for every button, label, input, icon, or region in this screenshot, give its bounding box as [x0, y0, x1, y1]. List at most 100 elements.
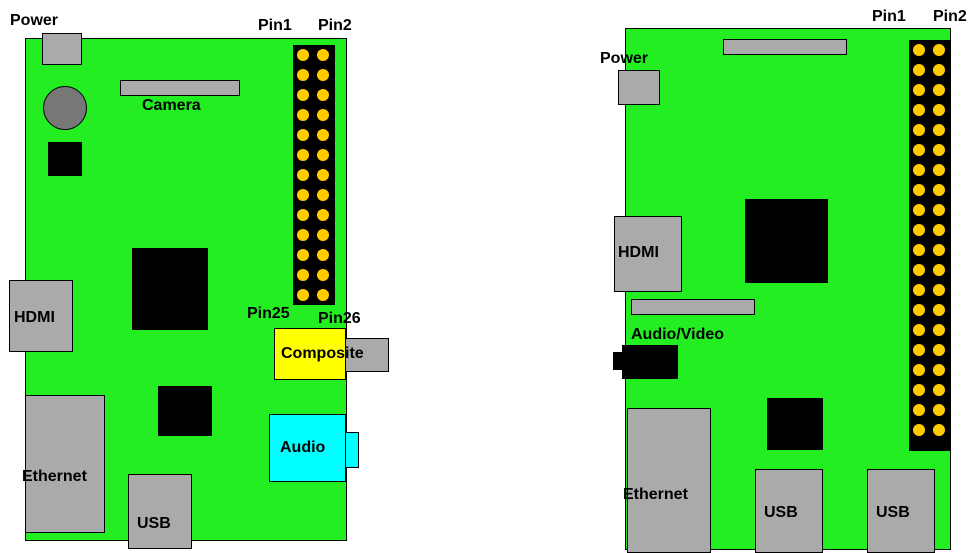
- right-gpio-pin: [933, 44, 945, 56]
- right-usb-label-2: USB: [876, 504, 910, 521]
- right-gpio-pin: [913, 364, 925, 376]
- right-gpio-pin: [933, 244, 945, 256]
- left-gpio-pin: [297, 289, 309, 301]
- left-camera-connector: [120, 80, 240, 96]
- right-audio-video-label: Audio/Video: [631, 326, 725, 343]
- left-pin1-label: Pin1: [258, 17, 292, 34]
- right-power-label: Power: [600, 50, 649, 67]
- left-round-component: [43, 86, 87, 130]
- left-usb-connector: [128, 474, 192, 549]
- right-gpio-pin: [933, 204, 945, 216]
- right-gpio-pin: [933, 324, 945, 336]
- left-soc-chip: [132, 248, 208, 330]
- right-gpio-pin: [913, 184, 925, 196]
- right-gpio-pin: [913, 344, 925, 356]
- left-usb-chip: [158, 386, 212, 436]
- right-gpio-pin: [933, 404, 945, 416]
- left-gpio-pin: [297, 69, 309, 81]
- left-gpio-pin: [297, 229, 309, 241]
- right-gpio-pin: [933, 424, 945, 436]
- right-gpio-pin: [933, 304, 945, 316]
- right-gpio-pin: [913, 424, 925, 436]
- right-usb-connector-2: [867, 469, 935, 553]
- left-composite-connector: [274, 328, 346, 380]
- right-ethernet-label: Ethernet: [623, 486, 688, 503]
- right-usb-chip: [767, 398, 823, 450]
- right-gpio-pin: [933, 84, 945, 96]
- left-gpio-header: [293, 45, 335, 305]
- left-ethernet-label: Ethernet: [22, 468, 87, 485]
- left-gpio-pin: [297, 189, 309, 201]
- right-gpio-pin: [933, 144, 945, 156]
- right-gpio-pin: [933, 124, 945, 136]
- left-gpio-pin: [317, 89, 329, 101]
- right-gpio-pin: [913, 84, 925, 96]
- left-gpio-pin: [297, 49, 309, 61]
- left-gpio-pin: [297, 209, 309, 221]
- left-gpio-pin: [317, 129, 329, 141]
- left-pin25-label: Pin25: [247, 305, 290, 322]
- right-av-jack: [622, 345, 678, 379]
- right-power-connector: [618, 70, 660, 105]
- left-gpio-pin: [297, 89, 309, 101]
- right-gpio-pin: [913, 224, 925, 236]
- left-hdmi-label: HDMI: [14, 309, 55, 326]
- right-gpio-pin: [913, 44, 925, 56]
- left-small-chip: [48, 142, 82, 176]
- right-gpio-pin: [933, 384, 945, 396]
- right-hdmi-connector: [614, 216, 682, 292]
- left-gpio-pin: [317, 209, 329, 221]
- left-gpio-pin: [317, 269, 329, 281]
- right-gpio-pin: [913, 64, 925, 76]
- right-gpio-pin: [933, 64, 945, 76]
- left-gpio-pin: [317, 109, 329, 121]
- right-hdmi-label: HDMI: [618, 244, 659, 261]
- right-gpio-pin: [913, 124, 925, 136]
- left-gpio-pin: [317, 149, 329, 161]
- left-power-connector: [42, 33, 82, 65]
- left-power-label: Power: [10, 12, 59, 29]
- left-gpio-pin: [297, 249, 309, 261]
- right-gpio-pin: [933, 104, 945, 116]
- right-camera-connector: [631, 299, 755, 315]
- right-gpio-header: [909, 40, 951, 451]
- right-pin2-label: Pin2: [933, 8, 967, 25]
- left-gpio-pin: [317, 49, 329, 61]
- left-gpio-pin: [297, 269, 309, 281]
- right-gpio-pin: [913, 304, 925, 316]
- left-gpio-pin: [297, 169, 309, 181]
- right-gpio-pin: [933, 164, 945, 176]
- left-hdmi-connector: [9, 280, 73, 352]
- left-gpio-pin: [317, 69, 329, 81]
- right-gpio-pin: [913, 284, 925, 296]
- left-audio-label: Audio: [280, 439, 326, 456]
- left-ethernet-connector: [25, 395, 105, 533]
- right-gpio-pin: [913, 164, 925, 176]
- left-gpio-pin: [317, 289, 329, 301]
- left-audio-connector: [269, 414, 346, 482]
- right-gpio-pin: [913, 104, 925, 116]
- left-usb-label: USB: [137, 515, 171, 532]
- right-gpio-pin: [913, 204, 925, 216]
- right-pin1-label: Pin1: [872, 8, 906, 25]
- right-gpio-pin: [913, 324, 925, 336]
- right-gpio-pin: [913, 384, 925, 396]
- right-gpio-pin: [913, 264, 925, 276]
- right-gpio-pin: [913, 144, 925, 156]
- right-ethernet-connector: [627, 408, 711, 553]
- right-gpio-pin: [933, 264, 945, 276]
- left-pin2-label: Pin2: [318, 17, 352, 34]
- right-gpio-pin: [933, 364, 945, 376]
- left-gpio-pin: [297, 109, 309, 121]
- right-display-connector: [723, 39, 847, 55]
- left-pin26-label: Pin26: [318, 310, 361, 327]
- left-gpio-pin: [317, 189, 329, 201]
- left-gpio-pin: [297, 149, 309, 161]
- right-gpio-pin: [933, 344, 945, 356]
- left-composite-label: Composite: [281, 345, 364, 362]
- right-gpio-pin: [913, 244, 925, 256]
- right-soc-chip: [745, 199, 828, 283]
- right-gpio-pin: [933, 224, 945, 236]
- left-gpio-pin: [297, 129, 309, 141]
- right-gpio-pin: [913, 404, 925, 416]
